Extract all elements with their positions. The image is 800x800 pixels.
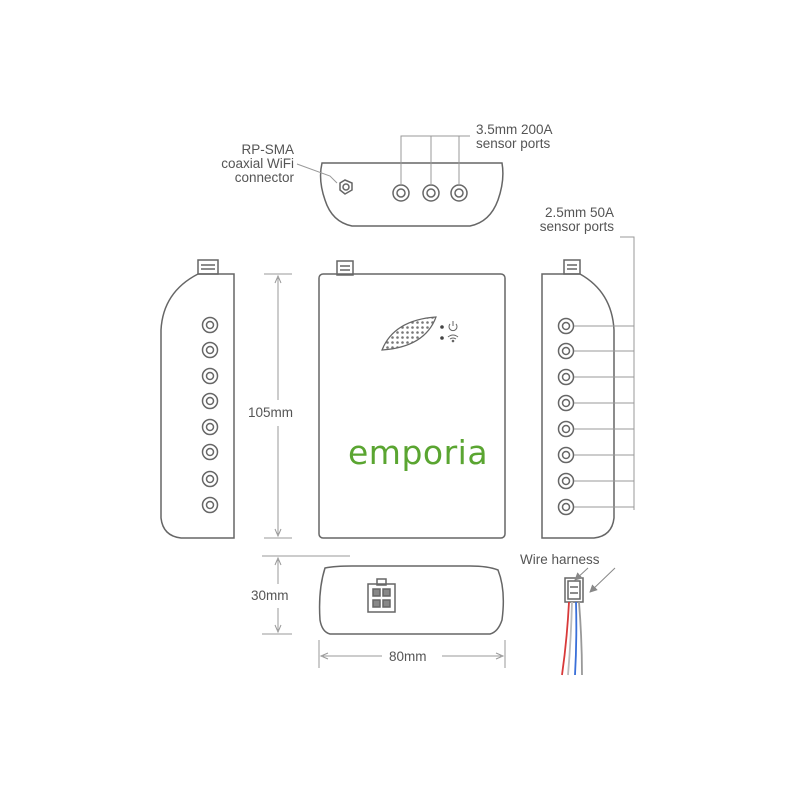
top-view [319, 162, 504, 227]
rp-sma-label-line1: RP-SMA [241, 142, 294, 157]
rp-sma-label: RP-SMA coaxial WiFi connector [192, 143, 294, 185]
leader-lines-top [296, 135, 470, 185]
depth-dimension [262, 555, 350, 635]
port-200a-label: 3.5mm 200A sensor ports [476, 123, 553, 151]
port-50a-label-line2: sensor ports [539, 219, 614, 234]
wire-harness-label: Wire harness [520, 552, 600, 567]
port-50a-label: 2.5mm 50A sensor ports [514, 206, 614, 234]
bottom-view [318, 565, 505, 635]
port-200a-label-line2: sensor ports [476, 136, 551, 151]
power-icon [448, 321, 458, 332]
width-dimension [318, 640, 506, 668]
top-200a-ports [392, 184, 468, 202]
speaker-grille [381, 316, 437, 351]
rp-sma-connector [339, 179, 353, 195]
rp-sma-label-line3: connector [234, 170, 294, 185]
emporia-logo: emporia [348, 433, 489, 472]
rp-sma-label-line2: coaxial WiFi [221, 156, 294, 171]
height-dimension [264, 273, 292, 539]
left-side-ports [201, 316, 219, 514]
status-led [440, 325, 444, 329]
front-view [318, 260, 506, 539]
wire-harness [561, 567, 616, 676]
leader-lines-right [574, 236, 635, 510]
left-side-view [160, 259, 235, 539]
power-connector [367, 578, 396, 613]
right-side-view [541, 259, 615, 539]
port-50a-label-line1: 2.5mm 50A [544, 205, 614, 220]
depth-dimension-label: 30mm [251, 588, 289, 603]
height-dimension-label: 105mm [248, 405, 294, 420]
port-200a-label-line1: 3.5mm 200A [476, 122, 553, 137]
wifi-icon [447, 334, 459, 343]
width-dimension-label: 80mm [389, 649, 427, 664]
right-side-ports [557, 317, 575, 516]
